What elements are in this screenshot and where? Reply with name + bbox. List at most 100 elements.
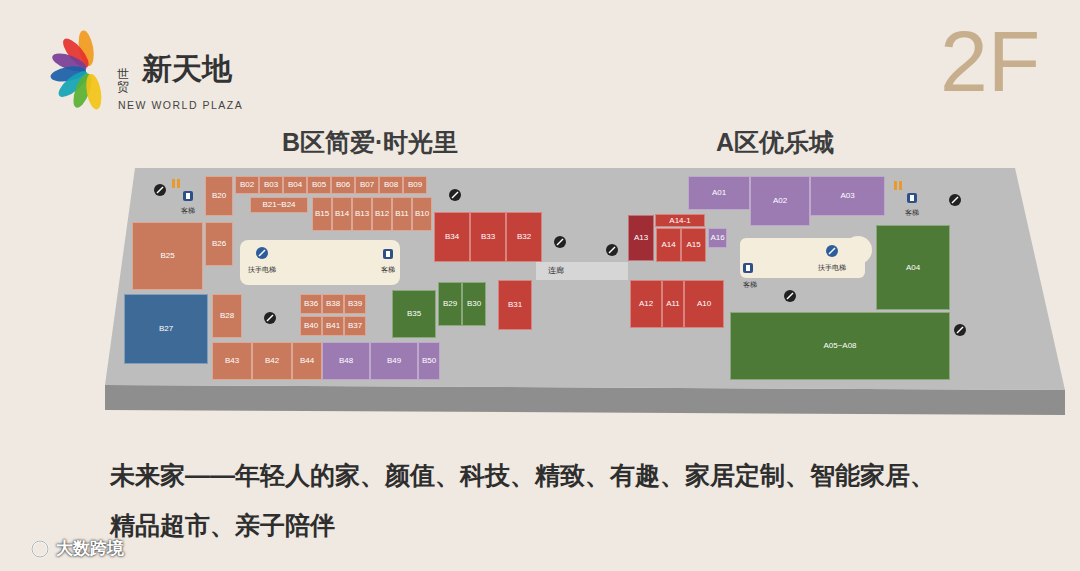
shop-number: B33 — [481, 233, 495, 241]
shop-number: A10 — [697, 300, 711, 308]
watermark-icon — [32, 541, 48, 557]
shop-unit: A02 — [750, 176, 810, 226]
shop-unit: B26 — [205, 222, 233, 266]
shop-unit: B31 — [498, 280, 532, 330]
shop-unit: B20 — [205, 176, 233, 216]
shop-unit: B41 — [322, 316, 344, 336]
shop-number: B37 — [348, 322, 362, 330]
shop-number: B38 — [326, 300, 340, 308]
facility-label: 客梯 — [381, 266, 395, 274]
zone-title: A区优乐城 — [716, 128, 834, 157]
shop-unit: B36 — [300, 294, 322, 314]
shop-number: B11 — [395, 210, 409, 218]
shop-unit: B34 — [434, 212, 470, 262]
shop-unit: B48 — [322, 342, 370, 380]
watermark: 大数跨境 — [56, 539, 124, 559]
facility-label: 扶手电梯 — [818, 264, 846, 272]
shop-unit: A14 — [656, 228, 681, 262]
shop-unit: B02 — [235, 176, 259, 194]
shop-unit: B44 — [292, 342, 322, 380]
shop-unit: B50 — [418, 342, 440, 380]
shop-number: B20 — [212, 192, 226, 200]
shop-unit: A16 — [708, 228, 727, 248]
shop-unit: B32 — [506, 212, 542, 262]
shop-unit: B43 — [212, 342, 252, 380]
shop-unit: A05~A08 — [730, 312, 950, 380]
escalator-icon — [256, 247, 268, 259]
shop-number: B25 — [160, 252, 174, 260]
shop-number: A14-1 — [669, 217, 690, 225]
shop-unit: A12 — [630, 280, 662, 328]
shop-number: B30 — [467, 300, 481, 308]
shop-number: B02 — [240, 181, 254, 189]
shop-number: B21~B24 — [262, 201, 295, 209]
shop-number: B12 — [375, 210, 389, 218]
shop-unit: A15 — [681, 228, 706, 262]
shop-unit: B15 — [312, 197, 332, 231]
shop-number: B07 — [360, 181, 374, 189]
shop-number: B50 — [422, 357, 436, 365]
elevator-icon — [183, 191, 193, 201]
shop-unit: B03 — [259, 176, 283, 194]
escalator-icon — [949, 194, 961, 206]
floor-slab — [105, 168, 1065, 390]
logo-text: 世贸 — [117, 68, 129, 94]
shop-number: A13 — [634, 234, 648, 242]
shop-unit: B14 — [332, 197, 352, 231]
escalator-icon — [826, 245, 838, 257]
atrium — [240, 240, 400, 285]
shop-number: B48 — [339, 357, 353, 365]
elevator-icon — [743, 263, 753, 273]
escalator-icon — [784, 290, 796, 302]
shop-unit: B49 — [370, 342, 418, 380]
shop-unit: B42 — [252, 342, 292, 380]
facility-label: 客梯 — [743, 281, 757, 289]
shop-number: B04 — [288, 181, 302, 189]
shop-number: B43 — [225, 357, 239, 365]
shop-number: B35 — [407, 310, 421, 318]
shop-unit: B08 — [379, 176, 403, 194]
shop-number: B06 — [336, 181, 350, 189]
shop-unit: B35 — [392, 290, 436, 338]
shop-number: B42 — [265, 357, 279, 365]
shop-number: A11 — [666, 300, 680, 308]
shop-unit: B12 — [372, 197, 392, 231]
escalator-icon — [264, 312, 276, 324]
facility-label: 扶手电梯 — [248, 266, 276, 274]
logo-text: NEW WORLD PLAZA — [118, 99, 243, 111]
elevator-icon — [907, 193, 917, 203]
corridor — [536, 262, 628, 280]
shop-number: B32 — [517, 233, 531, 241]
floor-number: 2F — [940, 12, 1040, 111]
shop-unit: B38 — [322, 294, 344, 314]
shop-unit: B39 — [344, 294, 366, 314]
atrium-void — [844, 236, 872, 264]
shop-unit: B09 — [403, 176, 427, 194]
shop-number: B34 — [445, 233, 459, 241]
shop-unit: A03 — [810, 176, 885, 216]
shop-number: B29 — [443, 300, 457, 308]
shop-unit: B25 — [132, 222, 203, 290]
shop-unit: A11 — [662, 280, 684, 328]
shop-unit: B28 — [212, 294, 242, 338]
shop-number: A15 — [686, 241, 700, 249]
shop-number: A04 — [906, 264, 920, 272]
shop-unit: B04 — [283, 176, 307, 194]
shop-number: B27 — [159, 325, 173, 333]
shop-number: B15 — [315, 210, 329, 218]
shop-unit: A13 — [628, 215, 654, 261]
shop-unit: B06 — [331, 176, 355, 194]
shop-number: B08 — [384, 181, 398, 189]
shop-unit: B27 — [124, 294, 208, 364]
shop-number: B26 — [212, 240, 226, 248]
logo-mark — [49, 29, 103, 110]
shop-number: B49 — [387, 357, 401, 365]
floor-slab-side — [105, 385, 1065, 415]
escalator-icon — [606, 244, 618, 256]
shop-unit: B37 — [344, 316, 366, 336]
shop-number: B44 — [300, 357, 314, 365]
caption: 未来家——年轻人的家、颜值、科技、精致、有趣、家居定制、智能家居、 精品超市、亲… — [110, 450, 960, 550]
shop-number: A05~A08 — [823, 342, 856, 350]
zone-title: B区简爱·时光里 — [282, 128, 458, 157]
